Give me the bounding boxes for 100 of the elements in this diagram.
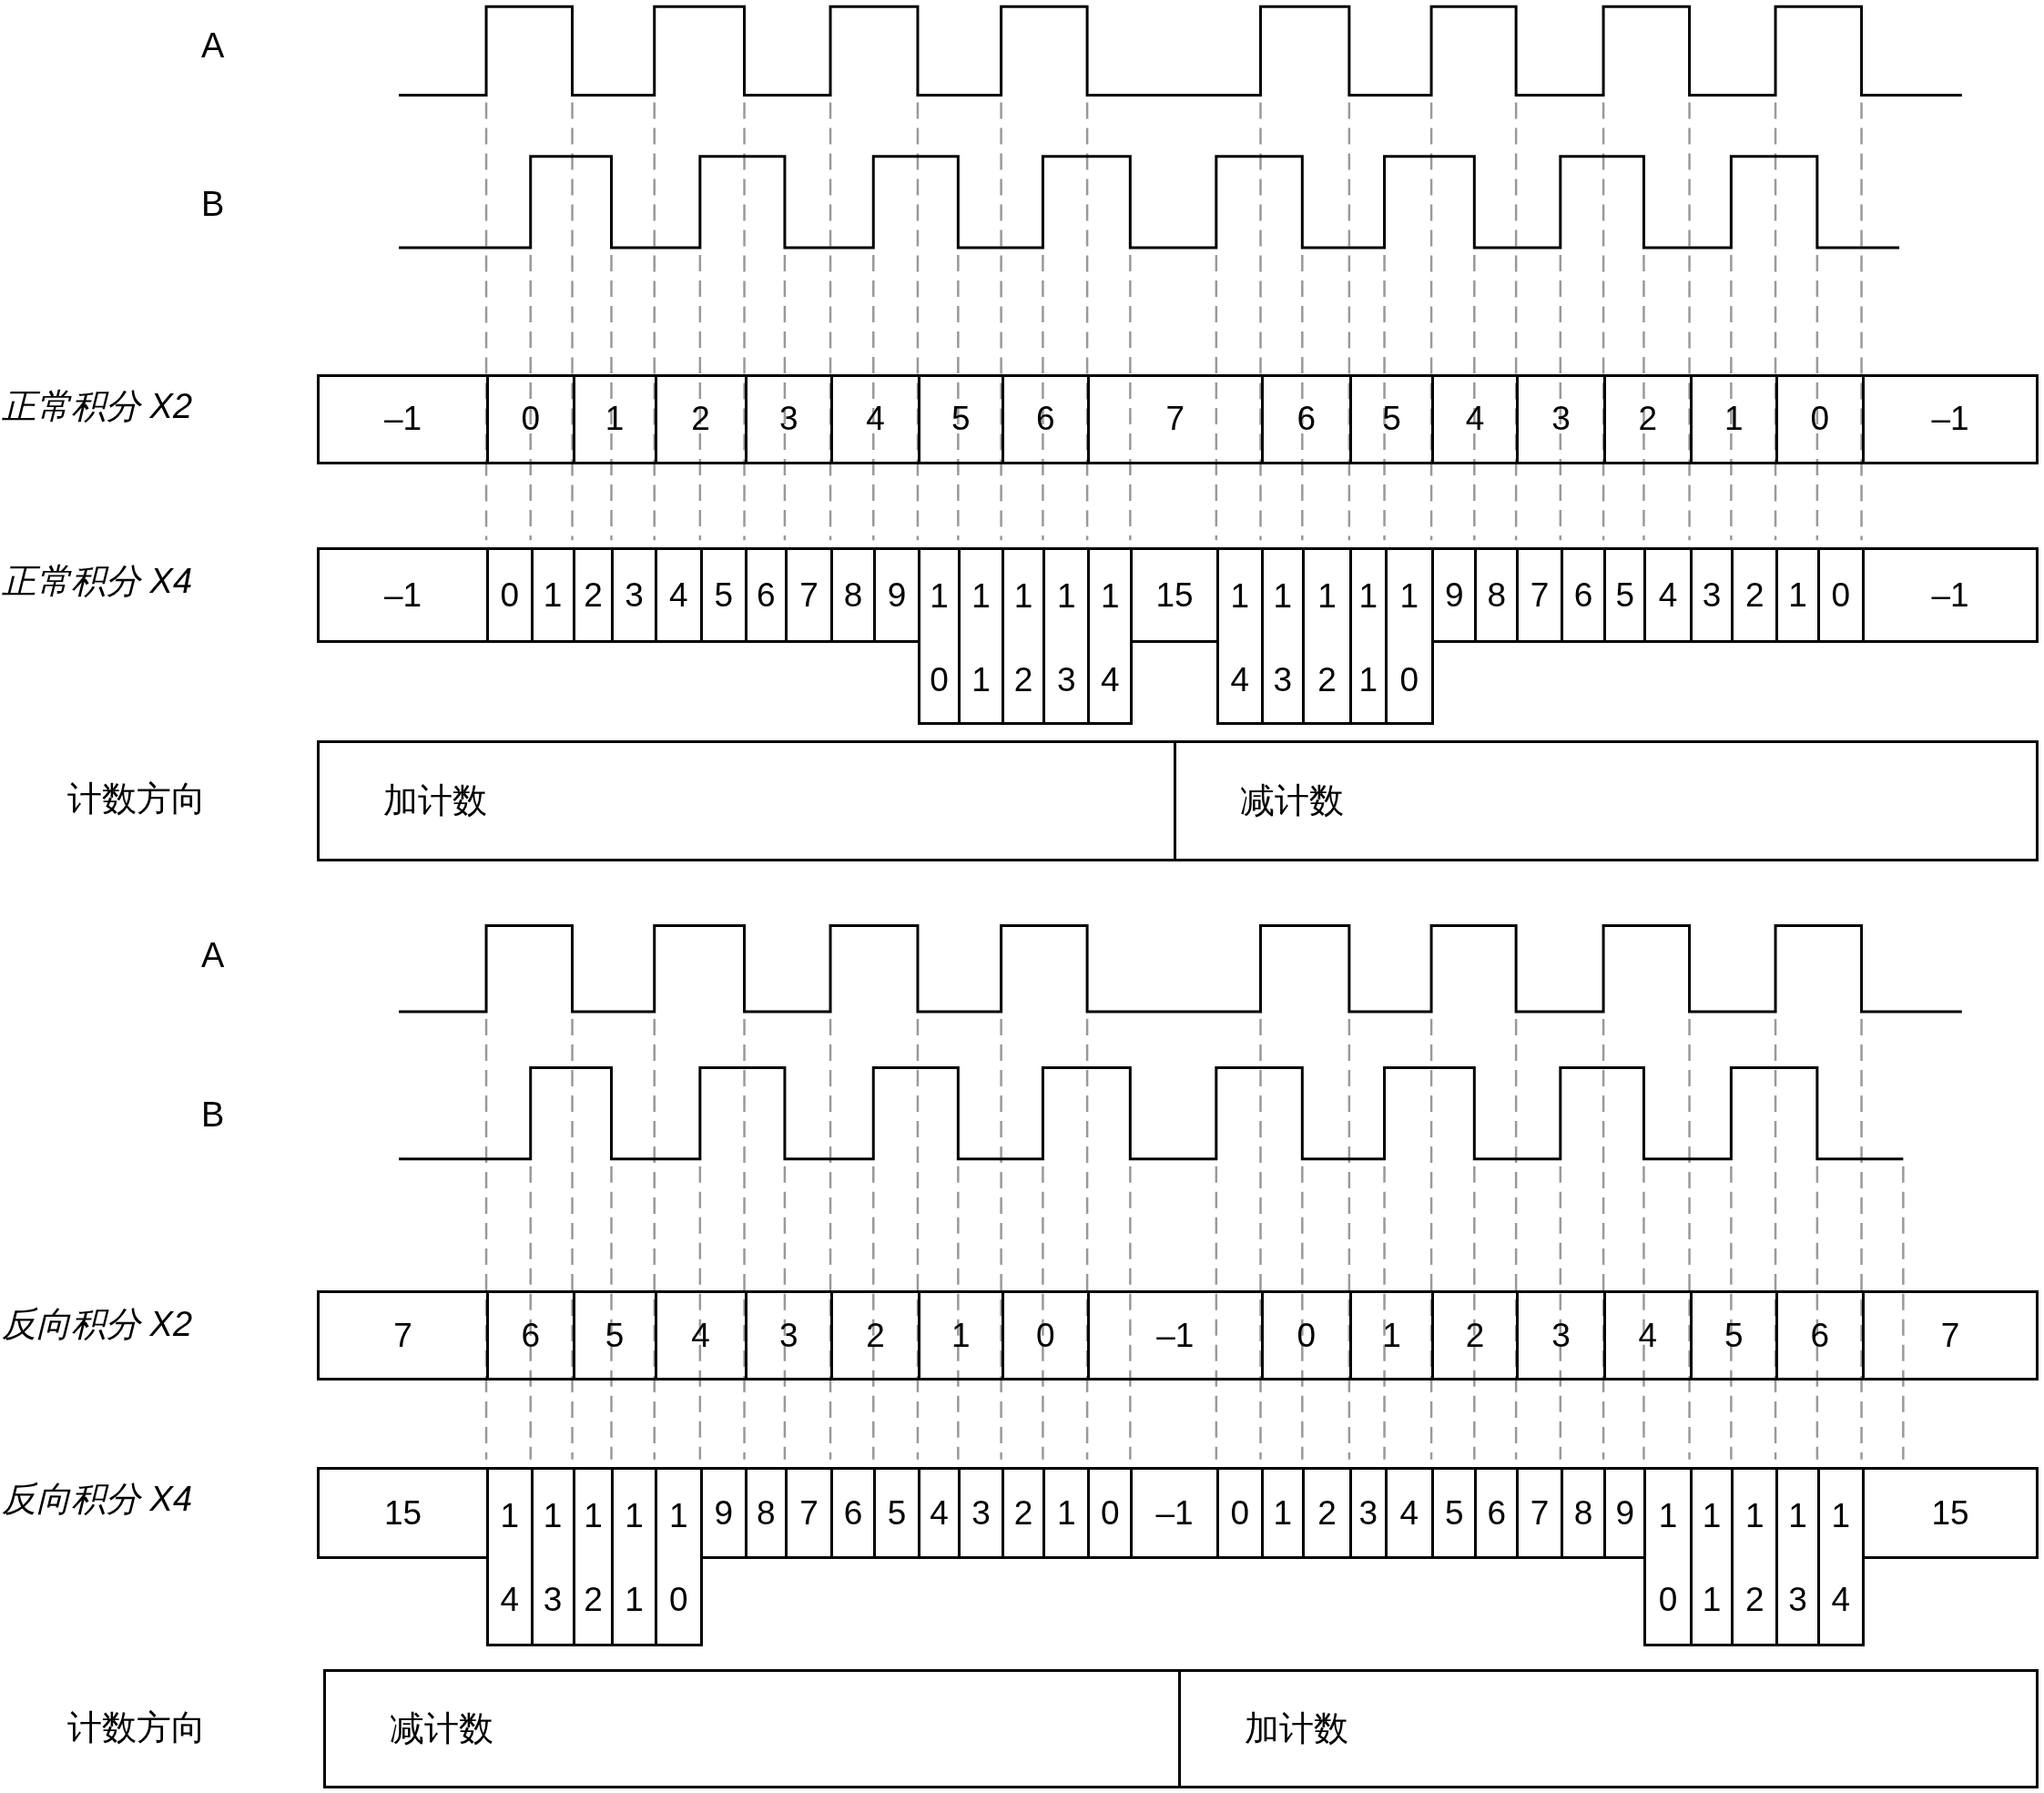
row-label: A [200, 935, 225, 975]
count-value: 9 [1444, 576, 1464, 614]
count-value: 0 [1100, 1494, 1120, 1532]
count-value: 6 [1810, 1317, 1830, 1354]
count-value: 2 [1638, 401, 1658, 438]
count-value: 13 [542, 1495, 564, 1620]
direction-band [1178, 1668, 2039, 1789]
count-cell [830, 373, 920, 464]
count-value: 5 [951, 401, 971, 438]
count-value: 4 [691, 1317, 710, 1354]
count-value: 15 [1931, 1494, 1969, 1532]
count-cell [873, 1466, 920, 1560]
count-value: 0 [1036, 1317, 1055, 1354]
count-cell [1302, 547, 1352, 726]
count-cell [486, 373, 575, 464]
count-value: 10 [1398, 576, 1420, 701]
count-cell [1603, 1290, 1693, 1381]
count-value: –1 [1155, 1494, 1194, 1532]
count-value: 3 [1702, 576, 1722, 614]
count-value: 1 [1724, 401, 1744, 438]
count-value: 14 [1099, 576, 1121, 701]
count-value: 8 [1573, 1494, 1593, 1532]
count-value: 10 [668, 1495, 689, 1620]
count-value: 0 [1297, 1317, 1316, 1354]
count-cell [1603, 373, 1693, 464]
count-value: 10 [1657, 1495, 1679, 1620]
count-value: 12 [1744, 1495, 1765, 1620]
count-value: 6 [1036, 401, 1055, 438]
count-value: 8 [843, 576, 863, 614]
count-value: 3 [971, 1494, 991, 1532]
count-value: 7 [799, 576, 819, 614]
count-value: 7 [1165, 401, 1185, 438]
count-value: 7 [393, 1317, 412, 1354]
count-value: 4 [1638, 1317, 1658, 1354]
count-value: 4 [1399, 1494, 1419, 1532]
count-value: 2 [1317, 1494, 1337, 1532]
count-value: 13 [1272, 576, 1294, 701]
count-cell [486, 1290, 575, 1381]
count-value: 15 [1155, 576, 1194, 614]
count-value: 6 [756, 576, 776, 614]
count-value: 5 [1444, 1494, 1464, 1532]
count-cell [1130, 1466, 1219, 1560]
count-value: 14 [499, 1495, 521, 1620]
row-label: B [200, 185, 225, 225]
count-value: 9 [714, 1494, 733, 1532]
count-value: 14 [1830, 1495, 1851, 1620]
count-value: 4 [669, 576, 688, 614]
count-value: 2 [1013, 1494, 1033, 1532]
count-value: 1 [1273, 1494, 1293, 1532]
count-cell [958, 547, 1004, 726]
row-label: 正常积分 X2 [2, 386, 193, 428]
count-cell [830, 1290, 920, 1381]
count-value: 15 [383, 1494, 422, 1532]
count-value: 6 [1573, 576, 1593, 614]
count-value: 4 [866, 401, 885, 438]
count-value: 5 [1382, 401, 1401, 438]
count-value: 7 [1940, 1317, 1960, 1354]
count-value: –1 [383, 576, 422, 614]
count-value: 12 [1012, 576, 1034, 701]
direction-text: 加计数 [382, 780, 487, 822]
count-value: 1 [1382, 1317, 1401, 1354]
count-value: 0 [500, 576, 520, 614]
count-value: 12 [1317, 576, 1337, 701]
count-value: –1 [383, 401, 422, 438]
count-value: 6 [1297, 401, 1316, 438]
count-cell [1775, 1290, 1865, 1381]
count-value: –1 [1156, 1317, 1195, 1354]
count-value: 4 [1465, 401, 1485, 438]
count-value: 8 [1487, 576, 1506, 614]
count-value: 5 [887, 1494, 907, 1532]
count-value: 4 [930, 1494, 949, 1532]
count-cell [611, 547, 657, 643]
count-value: 2 [1465, 1317, 1485, 1354]
count-value: 1 [605, 401, 625, 438]
count-value: 6 [843, 1494, 863, 1532]
count-cell [1130, 547, 1219, 643]
count-value: 11 [1358, 576, 1378, 701]
count-cell [1516, 1466, 1563, 1560]
count-value: 11 [971, 576, 991, 701]
count-value: 12 [583, 1495, 604, 1620]
count-cell [1215, 547, 1264, 726]
row-label: 计数方向 [67, 779, 207, 820]
count-cell [486, 1466, 534, 1647]
count-value: 9 [887, 576, 907, 614]
row-label: 反向积分 X2 [2, 1304, 193, 1346]
row-label: 计数方向 [67, 1706, 207, 1748]
count-value: 1 [1056, 1494, 1076, 1532]
count-cell [611, 1466, 657, 1647]
count-cell [1087, 547, 1134, 726]
count-value: 6 [1487, 1494, 1506, 1532]
count-cell [1087, 373, 1264, 464]
count-value: 3 [1551, 401, 1571, 438]
count-cell [1643, 1466, 1693, 1647]
direction-text: 加计数 [1245, 1708, 1349, 1749]
count-value: 2 [691, 401, 710, 438]
count-value: 0 [1831, 576, 1850, 614]
count-value: 6 [521, 1317, 541, 1354]
count-value: 2 [866, 1317, 885, 1354]
count-cell [1302, 1466, 1352, 1560]
count-cell [1516, 547, 1563, 643]
